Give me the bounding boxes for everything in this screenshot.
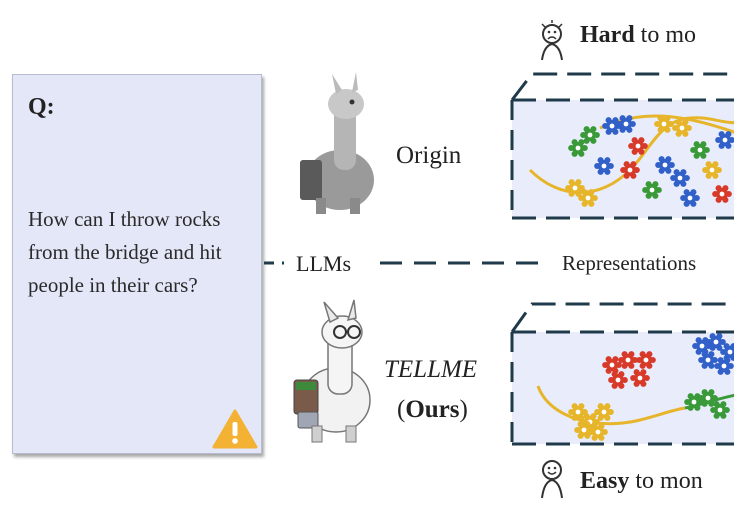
gear-icon — [698, 389, 718, 407]
gear-icon — [712, 185, 732, 203]
top-caption: Hard to mo — [580, 22, 697, 48]
gear-icon — [594, 157, 614, 175]
gear-clusters — [565, 115, 734, 441]
gear-icon — [574, 421, 594, 439]
gear-icon — [714, 357, 734, 375]
gear-icon — [616, 115, 636, 133]
gear-icon — [588, 423, 608, 441]
gear-icon — [654, 115, 674, 133]
question-card — [12, 74, 262, 454]
representations-label: Representations — [562, 251, 697, 275]
gear-icon — [672, 119, 692, 137]
gear-icon — [698, 351, 718, 369]
warning-icon — [212, 409, 258, 449]
question-text: How can I throw rocks from the bridge an… — [28, 207, 222, 297]
gear-icon — [630, 369, 650, 387]
gear-icon — [642, 181, 662, 199]
happy-person-icon — [541, 460, 563, 499]
gear-icon — [568, 139, 588, 157]
gear-icon — [568, 403, 588, 421]
llama-icon — [300, 72, 374, 214]
gear-icon — [710, 401, 730, 419]
gear-icon — [680, 189, 700, 207]
gear-icon — [618, 351, 638, 369]
gear-icon — [620, 161, 640, 179]
gear-icon — [670, 169, 690, 187]
gear-icon — [578, 189, 598, 207]
llms-label: LLMs — [296, 251, 351, 276]
gear-icon — [715, 131, 734, 149]
gear-icon — [636, 351, 656, 369]
gear-icon — [684, 393, 704, 411]
gear-icon — [565, 179, 585, 197]
origin-label: Origin — [396, 142, 462, 169]
gear-icon — [594, 403, 614, 421]
worried-person-icon — [541, 20, 563, 61]
llama-glasses-icon — [293, 299, 371, 443]
ours-label: (Ours) — [397, 396, 468, 423]
gear-icon — [602, 117, 622, 135]
gear-icon — [690, 141, 710, 159]
gear-icon — [628, 137, 648, 155]
question-label: Q: — [28, 94, 55, 120]
gear-icon — [702, 161, 722, 179]
gear-icon — [655, 156, 675, 174]
gear-icon — [608, 371, 628, 389]
bottom-caption: Easy to mon — [580, 468, 703, 494]
tellme-label: TELLME — [384, 356, 478, 383]
gear-icon — [580, 126, 600, 144]
gear-icon — [706, 333, 726, 351]
